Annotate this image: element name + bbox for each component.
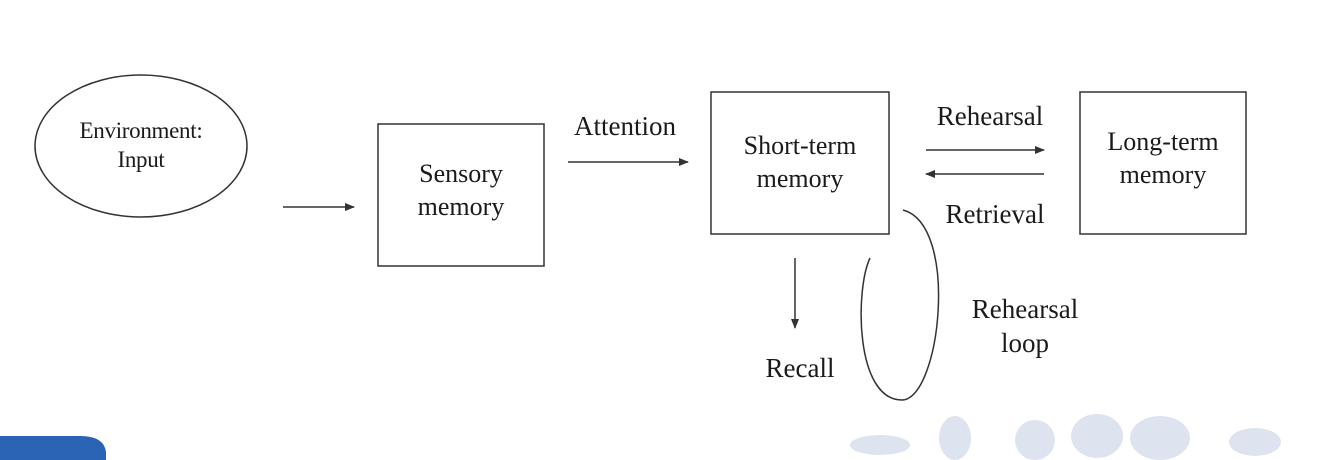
rehearsal-label: Rehearsal — [936, 101, 1044, 131]
environment-label-line1: Environment: — [79, 118, 203, 143]
sensory-memory-label: Sensory memory — [378, 158, 544, 223]
retrieval-label: Retrieval — [945, 199, 1045, 229]
sensory-memory-label-line2: memory — [417, 191, 505, 221]
long-term-memory-label-line2: memory — [1119, 159, 1207, 189]
rehearsal-loop-curve — [860, 209, 940, 401]
attention-label: Attention — [574, 111, 676, 141]
short-term-memory-label-line2: memory — [756, 163, 844, 193]
sensory-memory-node — [377, 123, 545, 267]
corner-tab-decor — [0, 436, 106, 460]
short-term-memory-label: Short-term memory — [711, 130, 889, 195]
footer-watermark-decor — [850, 414, 1281, 460]
environment-label-line2: Input — [117, 146, 165, 172]
environment-node — [34, 74, 248, 218]
short-term-memory-label-line1: Short-term — [743, 131, 857, 160]
long-term-memory-node — [1079, 91, 1247, 235]
environment-label: Environment: Input — [56, 117, 226, 175]
long-term-memory-label: Long-term memory — [1080, 126, 1246, 191]
short-term-memory-node — [710, 91, 890, 235]
long-term-memory-label-line1: Long-term — [1107, 127, 1219, 156]
rehearsal-loop-label: Rehearsal loop — [955, 293, 1095, 361]
rehearsal-loop-label-line2: loop — [1000, 327, 1049, 358]
rehearsal-loop-label-line1: Rehearsal — [971, 294, 1079, 324]
recall-label: Recall — [765, 353, 835, 383]
sensory-memory-label-line1: Sensory — [419, 159, 503, 188]
